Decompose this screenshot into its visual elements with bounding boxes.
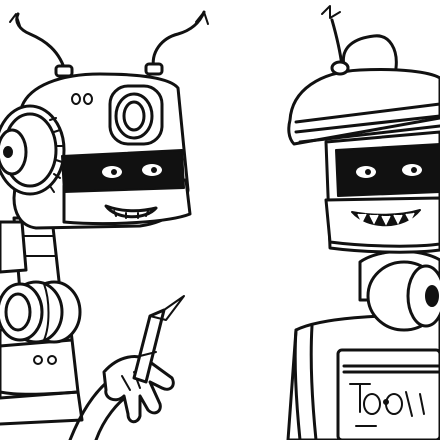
- right-robot: [286, 5, 440, 440]
- left-robot-smile-mouth: [104, 204, 158, 219]
- left-robot-side-lens: [0, 104, 66, 196]
- left-robot-neck: [0, 216, 62, 294]
- right-robot-visor: [335, 143, 440, 197]
- left-robot-visor: [61, 149, 185, 193]
- right-robot-control-panel: [336, 348, 440, 440]
- right-robot-toothy-grin: [351, 209, 421, 227]
- left-robot-antenna-right: [144, 10, 209, 76]
- left-robot-hand-holding-pencil: [102, 295, 185, 424]
- left-robot-shoulder-joint: [0, 280, 82, 344]
- right-robot-dome-lid: [287, 60, 440, 146]
- left-robot: [0, 10, 209, 440]
- left-robot-round-lens: [108, 84, 164, 146]
- left-robot-antenna-left: [9, 12, 74, 78]
